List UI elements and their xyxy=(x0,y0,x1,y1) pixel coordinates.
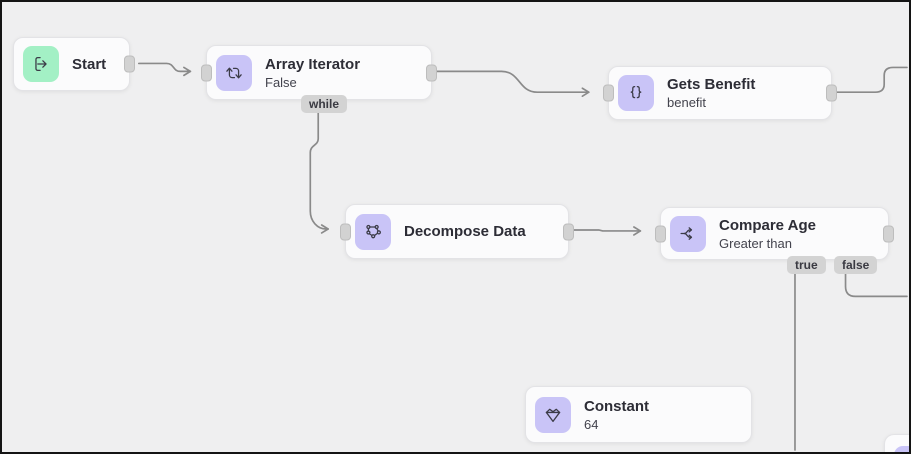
node-constant[interactable]: Constant 64 xyxy=(525,386,752,443)
unknown-icon xyxy=(894,446,909,452)
node-start[interactable]: Start xyxy=(13,37,135,91)
repeat-icon xyxy=(216,54,252,91)
input-port[interactable] xyxy=(603,84,614,102)
node-gets-benefit[interactable]: Gets Benefit benefit xyxy=(603,66,837,120)
node-title: Start xyxy=(72,55,107,73)
output-port[interactable] xyxy=(826,84,837,102)
start-icon xyxy=(23,46,59,82)
edge-start-to-array-iterator[interactable] xyxy=(137,62,192,77)
node-title: Array Iterator xyxy=(265,55,361,73)
node-subtitle: benefit xyxy=(667,95,707,110)
output-port[interactable] xyxy=(563,223,574,240)
node-compare-age[interactable]: Compare Age Greater than true false xyxy=(655,207,894,274)
node-title: Gets Benefit xyxy=(667,76,756,93)
node-title: Constant xyxy=(584,397,649,415)
node-subtitle: Greater than xyxy=(719,235,792,251)
edge-while-to-decompose-data[interactable] xyxy=(309,111,329,234)
node-title: Compare Age xyxy=(719,216,816,234)
node-array-iterator[interactable]: Array Iterator False while xyxy=(201,45,437,113)
node-title: Decompose Data xyxy=(404,223,526,240)
node-partial-bottom-right[interactable] xyxy=(884,434,909,452)
node-decompose-data[interactable]: Decompose Data xyxy=(340,204,574,259)
edge-gets-benefit-to-offscreen-right[interactable] xyxy=(831,66,908,94)
node-subtitle: False xyxy=(265,74,297,90)
input-port[interactable] xyxy=(655,225,666,242)
input-port[interactable] xyxy=(340,223,351,240)
graph-icon xyxy=(355,213,391,250)
edge-false-to-offscreen-right[interactable] xyxy=(844,269,908,298)
edge-array-iterator-to-gets-benefit[interactable] xyxy=(435,70,590,98)
output-port[interactable] xyxy=(426,64,437,81)
badge-true[interactable]: true xyxy=(787,256,826,274)
output-port[interactable] xyxy=(883,225,894,242)
split-icon xyxy=(670,215,706,252)
output-port[interactable] xyxy=(124,55,135,73)
diamond-icon xyxy=(535,396,571,433)
badge-false[interactable]: false xyxy=(834,256,878,274)
node-subtitle: 64 xyxy=(584,416,599,432)
badge-while[interactable]: while xyxy=(301,95,348,113)
braces-icon xyxy=(618,75,654,111)
input-port[interactable] xyxy=(201,64,212,81)
edge-decompose-data-to-compare-age[interactable] xyxy=(572,226,642,236)
